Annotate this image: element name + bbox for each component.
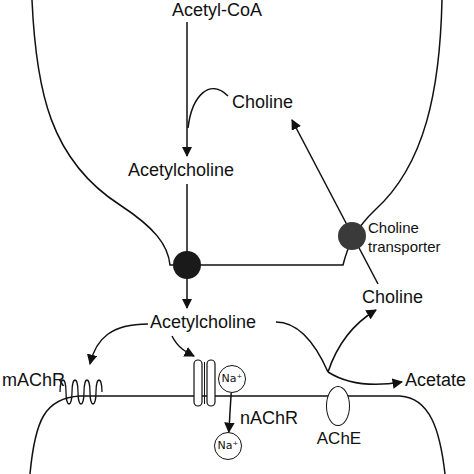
- ion-flow-arrow: [229, 393, 231, 432]
- receptor-label: nAChR: [240, 408, 298, 428]
- ache-enzyme: AChE: [326, 386, 350, 426]
- node-text: AChE: [307, 429, 371, 449]
- nachr-arrow: [172, 336, 194, 356]
- molecule-label: Acetyl-CoA: [172, 0, 262, 20]
- choline-product-arrow: [328, 310, 376, 372]
- sodium-ion: Na⁺: [218, 365, 246, 393]
- choline-uptake-curve: [188, 89, 228, 128]
- postsynaptic-membrane: [30, 396, 445, 474]
- molecule-label: Choline: [232, 92, 293, 112]
- machr-symbol: [60, 380, 102, 404]
- molecule-label: Acetylcholine: [128, 160, 234, 180]
- hydrolysis-curve: [276, 322, 328, 372]
- molecule-label: Acetate: [405, 370, 466, 390]
- sodium-ion: Na⁺: [214, 432, 242, 460]
- release-arrow: [186, 184, 188, 308]
- nachr-subunit: [207, 360, 215, 406]
- machr-arrow: [90, 324, 148, 364]
- node-text: Na⁺: [218, 440, 239, 452]
- choline-reuptake-arrow: [292, 120, 378, 284]
- molecule-label: Choline: [362, 287, 423, 307]
- acetate-product-arrow: [328, 372, 402, 384]
- receptor-label: mAChR: [2, 370, 65, 390]
- choline-transporter: Choline transporter: [338, 222, 366, 250]
- synthesis-arrow: [186, 22, 188, 156]
- nachr-subunit: [194, 360, 202, 406]
- molecule-label: Acetylcholine: [150, 312, 256, 332]
- nachr-pore: [204, 362, 205, 404]
- node-text: Na⁺: [222, 373, 243, 385]
- release-site: [173, 251, 201, 279]
- node-text: Choline transporter: [368, 218, 468, 256]
